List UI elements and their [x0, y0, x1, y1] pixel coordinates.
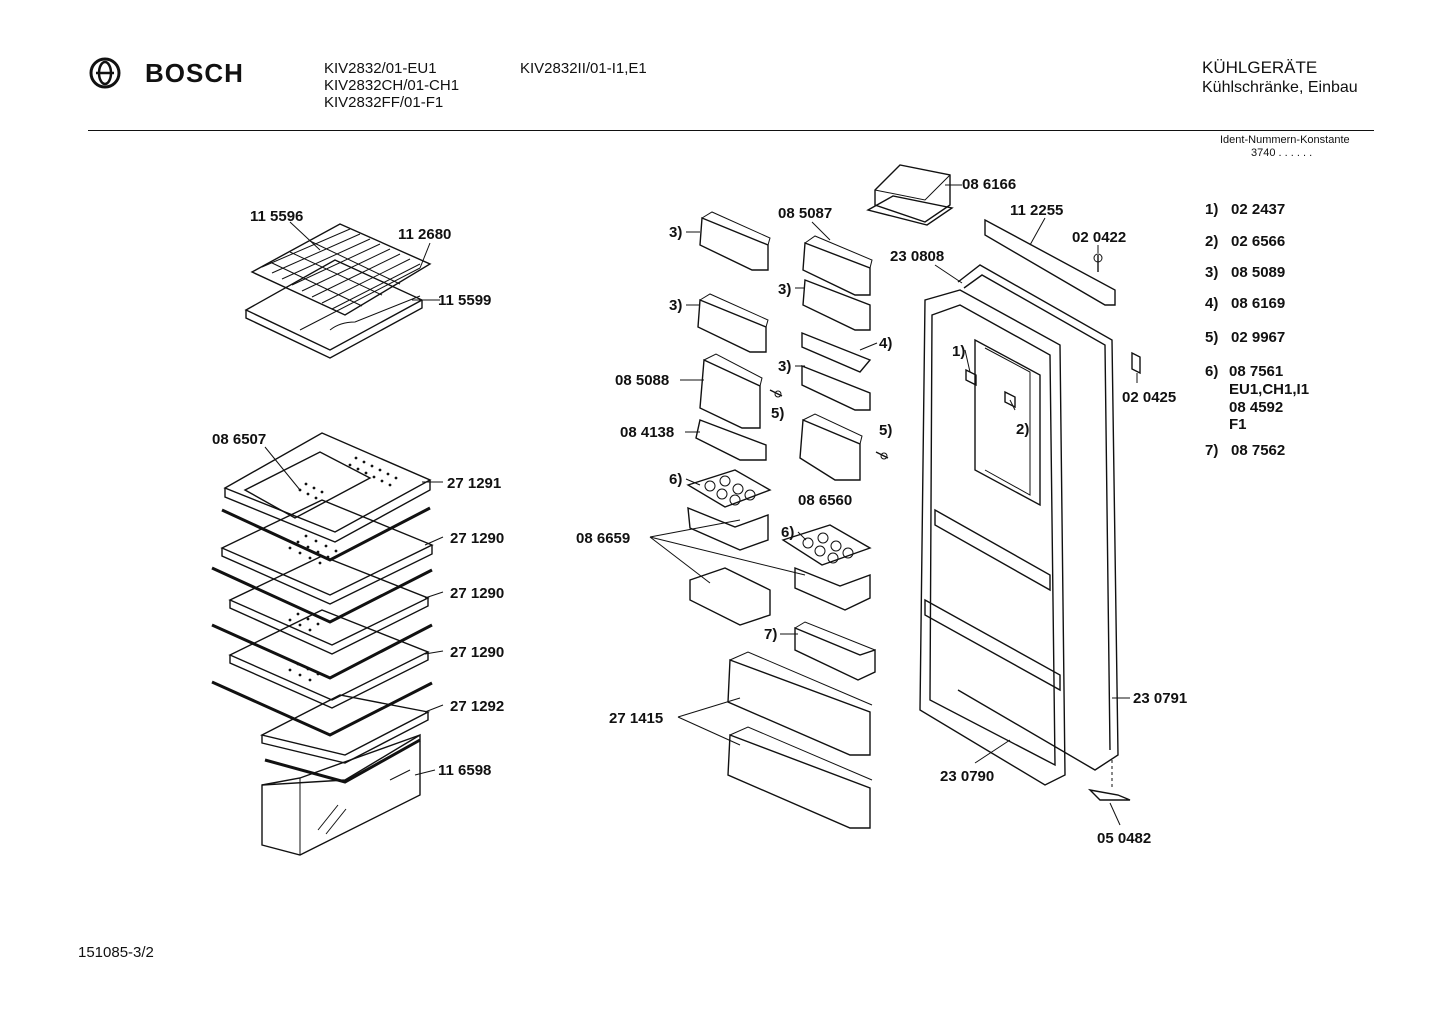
part-label: 02 0422 [1072, 229, 1127, 246]
leader-line [649, 519, 741, 538]
legend-key: 6) [1205, 363, 1219, 380]
leader-line [414, 769, 436, 776]
legend-key: 7) [1205, 442, 1219, 459]
callout-label: 5) [771, 405, 785, 422]
part-label: 08 4138 [620, 424, 675, 441]
legend-extra: EU1,CH1,I1 [1229, 381, 1310, 398]
header-divider [88, 130, 1374, 131]
part-label: 11 2255 [1010, 202, 1064, 219]
callout-label: 2) [1016, 421, 1030, 438]
callout-label: 3) [778, 358, 792, 375]
part-label: 08 6560 [798, 492, 853, 509]
part-label: 11 5599 [438, 292, 492, 309]
legend-value: 02 9967 [1231, 329, 1286, 346]
part-label: 27 1292 [450, 698, 505, 715]
legend-value: 08 7562 [1231, 442, 1286, 459]
leader-line [677, 716, 741, 746]
ident-value: 3740 . . . . . . [1251, 147, 1313, 159]
leader-line [974, 739, 1011, 764]
door-panel [866, 164, 1141, 801]
part-label: 27 1290 [450, 530, 505, 547]
glass-shelf-stack [211, 432, 434, 856]
part-label: 02 0425 [1122, 389, 1177, 406]
model-number: KIV2832FF/01-F1 [324, 94, 444, 111]
leader-line [424, 536, 444, 546]
brand-name: BOSCH [145, 58, 244, 88]
callout-label: 6) [669, 471, 683, 488]
part-label: 23 0808 [890, 248, 945, 265]
leader-line [649, 536, 711, 584]
leader-line [424, 591, 444, 599]
category-subtitle: Kühlschränke, Einbau [1202, 79, 1358, 96]
leader-line [677, 697, 741, 718]
door-bins [686, 211, 889, 829]
legend-extra: 08 4592 [1229, 399, 1284, 416]
part-label: 23 0791 [1133, 690, 1188, 707]
ident-label: Ident-Nummern-Konstante [1220, 134, 1350, 146]
part-label: 08 5088 [615, 372, 670, 389]
leader-line [289, 221, 321, 251]
legend-value: 08 7561 [1229, 363, 1284, 380]
leader-line [934, 264, 963, 284]
document-number: 151085-3/2 [78, 944, 154, 961]
callout-label: 3) [669, 297, 683, 314]
callout-label: 4) [879, 335, 893, 352]
leader-line [859, 342, 878, 351]
callout-label: 5) [879, 422, 893, 439]
leader-line [685, 478, 701, 486]
leader-line [1109, 802, 1121, 826]
part-label: 08 6166 [962, 176, 1017, 193]
callout-label: 7) [764, 626, 778, 643]
leader-line [811, 221, 831, 241]
part-label: 27 1290 [450, 585, 505, 602]
part-label: 23 0790 [940, 768, 995, 785]
callout-label: 3) [669, 224, 683, 241]
part-label: 05 0482 [1097, 830, 1152, 847]
callout-label: 3) [778, 281, 792, 298]
model-number: KIV2832II/01-I1,E1 [520, 60, 647, 77]
leader-line [424, 650, 444, 655]
leader-line [797, 531, 807, 541]
category-title: KÜHLGERÄTE [1202, 58, 1318, 77]
model-number: KIV2832CH/01-CH1 [324, 77, 460, 94]
callout-label: 1) [952, 343, 966, 360]
part-label: 08 5087 [778, 205, 833, 222]
legend-value: 02 2437 [1231, 201, 1286, 218]
wire-shelf [244, 223, 432, 359]
legend-value: 08 5089 [1231, 264, 1286, 281]
part-label: 08 6507 [212, 431, 267, 448]
legend-extra: F1 [1229, 416, 1247, 433]
model-number: KIV2832/01-EU1 [324, 60, 437, 77]
leader-line [1029, 217, 1046, 246]
leader-line [264, 446, 301, 491]
leader-line [424, 704, 444, 713]
bosch-logo-icon [88, 56, 122, 90]
part-label: 27 1291 [447, 475, 502, 492]
part-label: 27 1415 [609, 710, 664, 727]
leader-line [419, 242, 431, 269]
part-label: 27 1290 [450, 644, 505, 661]
legend-key: 1) [1205, 201, 1219, 218]
part-label: 08 6659 [576, 530, 631, 547]
part-label: 11 2680 [398, 226, 452, 243]
legend-key: 3) [1205, 264, 1219, 281]
part-label: 11 5596 [250, 208, 304, 225]
callout-label: 6) [781, 524, 795, 541]
legend-value: 02 6566 [1231, 233, 1286, 250]
legend-value: 08 6169 [1231, 295, 1286, 312]
legend-key: 4) [1205, 295, 1219, 312]
legend-key: 2) [1205, 233, 1219, 250]
legend-key: 5) [1205, 329, 1219, 346]
leader-line [649, 536, 806, 576]
leader-line [1009, 399, 1016, 411]
part-label: 11 6598 [438, 762, 492, 779]
leader-line [964, 349, 971, 373]
